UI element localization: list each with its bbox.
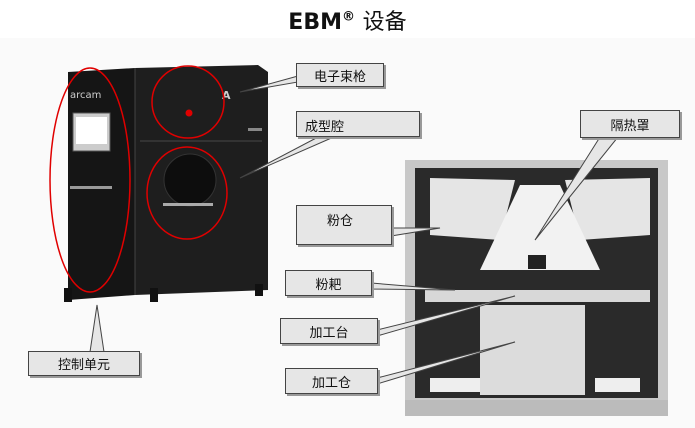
page-title: EBM® 设备 [0, 4, 695, 36]
ebm-machine-photo: arcam A [64, 65, 268, 302]
svg-text:A: A [222, 89, 231, 102]
label-powder-rake: 粉耙 [285, 270, 372, 296]
label-build-chamber: 成型腔 [296, 111, 420, 137]
label-build-platform: 加工台 [280, 318, 378, 344]
label-electron-gun: 电子束枪 [296, 63, 384, 87]
arcam-logo: arcam [70, 90, 101, 101]
label-build-tank: 加工仓 [285, 368, 378, 394]
electron-gun-highlight [151, 65, 225, 139]
label-heat-shield: 隔热罩 [580, 110, 680, 138]
label-control-unit: 控制单元 [28, 351, 140, 376]
red-dot [185, 109, 193, 117]
build-chamber-highlight [146, 146, 228, 240]
registered-mark: ® [342, 9, 355, 25]
label-powder-hopper: 粉仓 [296, 205, 392, 245]
chamber-interior-photo [405, 160, 668, 416]
title-text: EBM [288, 10, 342, 35]
title-cn: 设备 [362, 10, 407, 35]
control-unit-highlight [49, 67, 131, 293]
